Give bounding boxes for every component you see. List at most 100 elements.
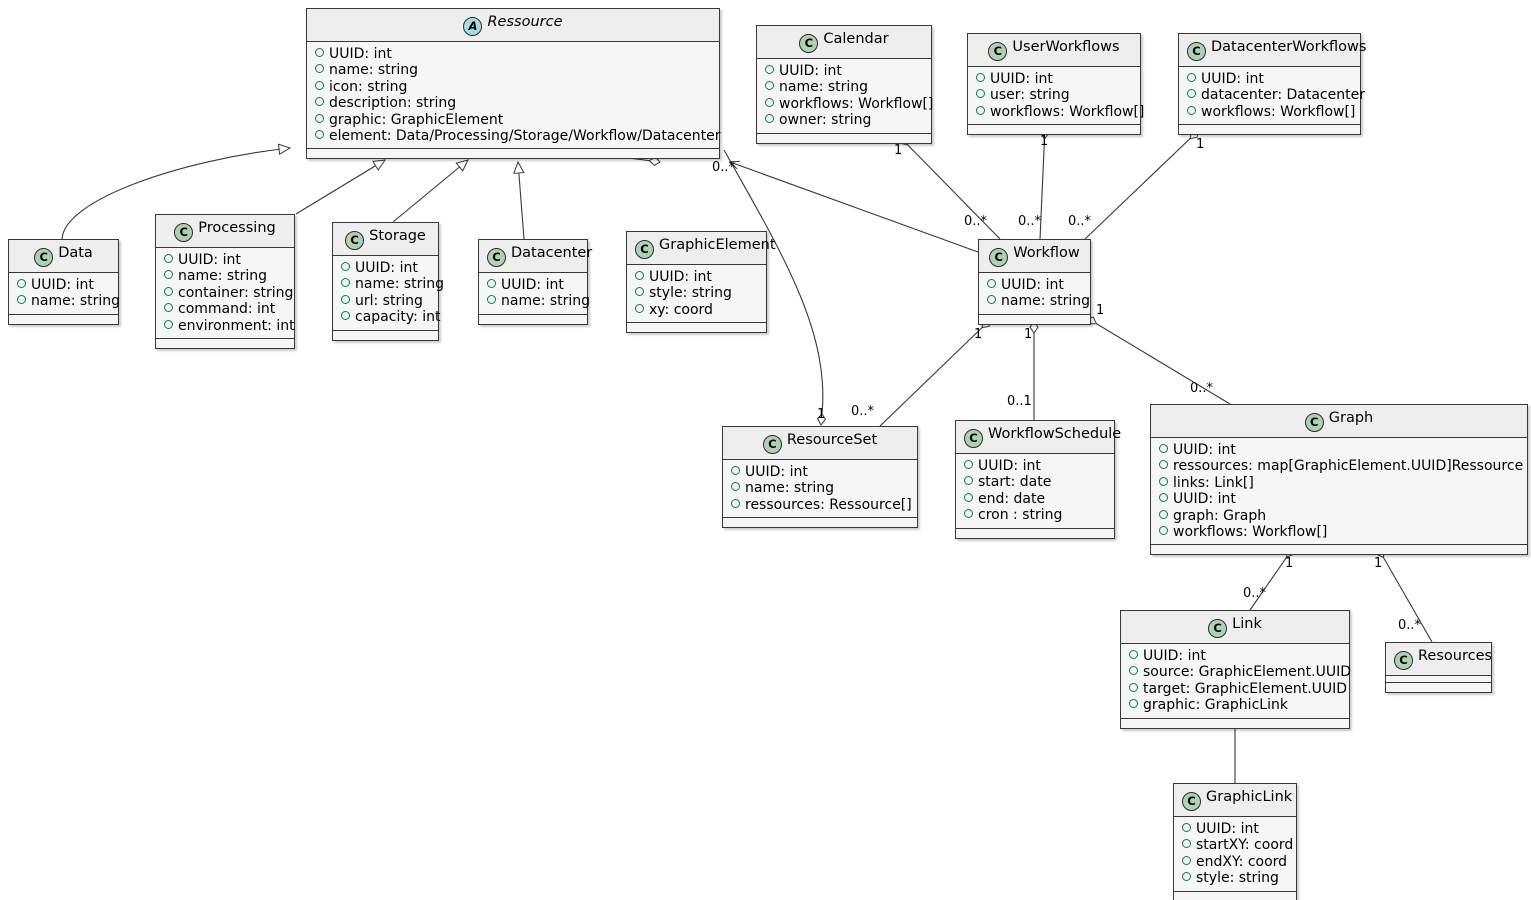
class-methods-ressource: [307, 149, 719, 159]
attribute-row: UUID: int: [1182, 821, 1290, 837]
public-visibility-icon: [315, 113, 324, 123]
class-icon: C: [345, 231, 365, 250]
edge-datacenter-ressource: [513, 160, 525, 240]
attribute-label: UUID: int: [329, 46, 392, 62]
public-visibility-icon: [341, 294, 350, 304]
class-name-processing: Processing: [198, 220, 276, 236]
public-visibility-icon: [1182, 823, 1191, 832]
attribute-row: source: GraphicElement.UUID: [1129, 664, 1351, 680]
class-icon: C: [174, 223, 194, 242]
attribute-row: name: string: [765, 79, 925, 95]
public-visibility-icon: [1129, 699, 1138, 709]
attribute-label: icon: string: [329, 78, 408, 95]
class-header-graphiclink: C GraphicLink: [1174, 784, 1296, 817]
edge-storage-ressource: [392, 159, 469, 223]
attribute-label: cron : string: [978, 507, 1063, 524]
public-visibility-icon: [1129, 650, 1138, 659]
attribute-row: start: date: [964, 474, 1108, 490]
attribute-label: UUID: int: [1201, 71, 1264, 87]
public-visibility-icon: [964, 460, 973, 469]
attribute-row: description: string: [315, 95, 713, 111]
cardinality-label: 0..1: [1007, 394, 1032, 409]
public-visibility-icon: [1182, 872, 1191, 882]
public-visibility-icon: [1159, 476, 1168, 486]
public-visibility-icon: [164, 270, 173, 280]
attribute-row: user: string: [976, 87, 1134, 103]
attribute-row: UUID: int: [987, 277, 1084, 293]
cardinality-label: 1: [1285, 556, 1294, 571]
attribute-row: owner: string: [765, 112, 925, 128]
attribute-label: UUID: int: [355, 260, 418, 276]
public-visibility-icon: [976, 73, 985, 82]
class-name-workflowschedule: WorkflowSchedule: [988, 426, 1122, 442]
class-methods-storage: [333, 330, 438, 340]
attribute-label: command: int: [178, 301, 276, 318]
attribute-label: container: string: [178, 284, 294, 301]
attribute-row: UUID: int: [164, 252, 288, 268]
public-visibility-icon: [765, 97, 774, 107]
class-icon: C: [487, 248, 506, 267]
attribute-row: url: string: [341, 293, 432, 309]
class-icon: C: [1394, 651, 1413, 670]
class-icon: C: [799, 34, 819, 53]
public-visibility-icon: [1182, 839, 1191, 849]
class-icon: C: [988, 42, 1008, 61]
class-name-graphiclink: GraphicLink: [1206, 789, 1293, 805]
attribute-label: name: string: [31, 293, 121, 310]
class-methods-graphiclink: [1174, 891, 1296, 900]
class-methods-workflowschedule: [956, 528, 1114, 538]
public-visibility-icon: [487, 295, 496, 305]
attribute-row: graphic: GraphicLink: [1129, 697, 1343, 713]
public-visibility-icon: [315, 80, 324, 90]
attribute-label: name: string: [1001, 293, 1091, 310]
attribute-label: xy: coord: [649, 301, 713, 318]
public-visibility-icon: [315, 97, 324, 107]
attribute-label: startXY: coord: [1196, 837, 1294, 854]
class-icon: C: [1182, 792, 1201, 811]
class-name-graph: Graph: [1328, 410, 1374, 426]
attribute-label: start: date: [978, 474, 1052, 491]
attribute-row: element: Data/Processing/Storage/Workflo…: [315, 128, 720, 144]
public-visibility-icon: [1187, 73, 1196, 82]
attribute-row: UUID: int: [731, 464, 911, 480]
cardinality-label: 1: [817, 407, 826, 422]
attribute-label: user: string: [990, 87, 1070, 104]
attribute-row: UUID: int: [17, 277, 112, 293]
attribute-row: name: string: [987, 293, 1090, 309]
attribute-label: UUID: int: [978, 458, 1041, 474]
attribute-row: environment: int: [164, 318, 295, 334]
attribute-row: UUID: int: [635, 269, 760, 285]
attribute-label: UUID: int: [779, 63, 842, 79]
public-visibility-icon: [164, 286, 173, 296]
attribute-row: UUID: int: [1159, 491, 1521, 507]
public-visibility-icon: [341, 262, 350, 271]
public-visibility-icon: [487, 279, 496, 288]
attribute-label: UUID: int: [745, 464, 808, 480]
